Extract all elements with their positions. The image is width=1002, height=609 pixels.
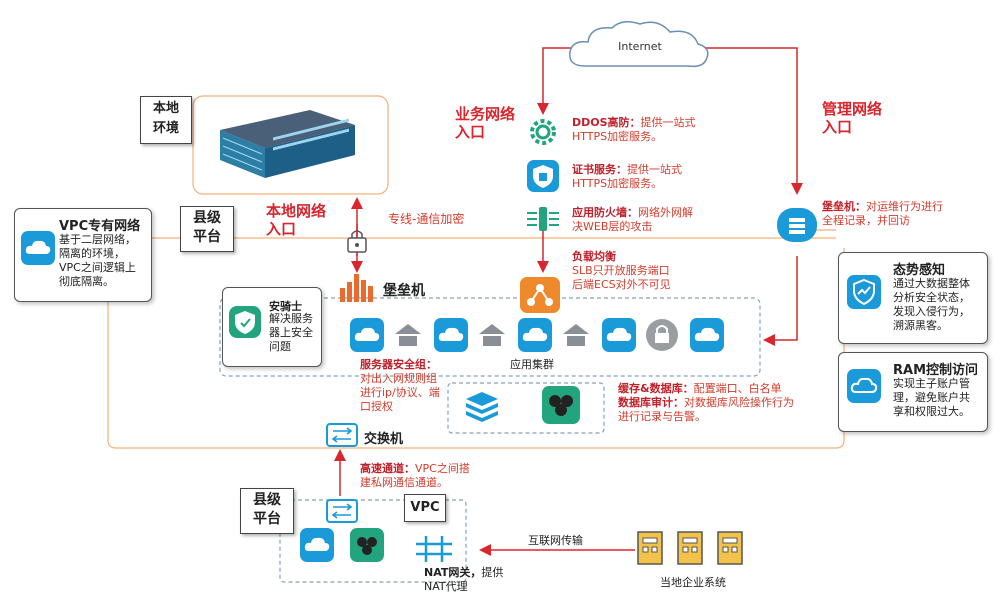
vpc-info-box: VPC专有网络 基于二层网络， 隔离的环境， VPC之间逻辑上 彻底隔离。 xyxy=(14,208,152,302)
switch-icon xyxy=(326,499,358,523)
db-desc: 缓存&数据库：配置端口、白名单 数据库审计：对数据库风险操作行为 进行记录与告警… xyxy=(618,382,794,423)
ram-title: RAM控制访问 xyxy=(893,363,979,378)
db-audit-icon xyxy=(350,528,384,562)
knight-shield-icon xyxy=(229,306,261,338)
ecs-icon xyxy=(350,318,384,352)
db-audit-icon xyxy=(542,386,580,424)
internet-transfer-label: 互联网传输 xyxy=(528,534,583,547)
cert-shield-icon xyxy=(527,160,559,192)
local-entry-label: 本地网络 入口 xyxy=(266,202,327,238)
sec-group-desc: 服务器安全组：对出入网规则组 进行ip/协议、端 口授权 xyxy=(360,358,440,413)
nat-gateway-icon xyxy=(416,536,452,562)
bastion-desc: 堡垒机：对运维行为进行全程记录，并回访 xyxy=(822,200,943,227)
business-entry-label: 业务网络 入口 xyxy=(455,105,516,141)
enterprise-building-icon xyxy=(717,531,743,565)
vpc-box-text: 基于二层网络， 隔离的环境， VPC之间逻辑上 彻底隔离。 xyxy=(59,233,136,288)
dedicated-line-label: 专线-通信加密 xyxy=(388,212,465,226)
enterprise-label: 当地企业系统 xyxy=(660,576,726,589)
knight-title: 安骑士 xyxy=(269,300,302,313)
security-group-icon xyxy=(479,324,505,346)
mgmt-entry-label: 管理网络 入口 xyxy=(822,100,883,136)
switch-icon xyxy=(326,423,358,447)
bastion-cloud-icon xyxy=(777,208,817,242)
ecs-icon xyxy=(300,528,334,562)
bastion-host-icon xyxy=(340,274,373,302)
db-stack-icon xyxy=(462,388,502,424)
ecs-icon xyxy=(690,318,724,352)
county-platform-top-tag: 县级 平台 xyxy=(180,206,234,252)
situation-awareness-box: 态势感知 通过大数据整体 分析安全状态， 发现入侵行为， 溯源黑客。 xyxy=(838,252,988,344)
building-icon xyxy=(220,110,355,178)
ram-text: 实现主子账户管 理，避免账户共 享和权限过大。 xyxy=(893,377,970,418)
county-platform-bottom-tag: 县级 平台 xyxy=(240,488,294,534)
internet-cloud-icon xyxy=(569,21,709,68)
bastion-label: 堡垒机 xyxy=(383,283,425,299)
local-env-tag: 本地 环境 xyxy=(140,96,192,144)
nat-desc: NAT网关，提供 NAT代理 xyxy=(424,566,504,593)
padlock-icon xyxy=(646,319,678,351)
express-desc: 高速通道：VPC之间搭 建私网通信通道。 xyxy=(360,462,470,489)
enterprise-building-icon xyxy=(637,531,663,565)
slb-icon xyxy=(520,277,560,313)
ram-box: RAM控制访问 实现主子账户管 理，避免账户共 享和权限过大。 xyxy=(838,352,988,432)
ddos-gear-icon xyxy=(530,119,556,145)
vpc-cloud-icon xyxy=(21,231,55,265)
internet-label: Internet xyxy=(618,40,662,53)
vpc-box-title: VPC专有网络 xyxy=(59,219,141,234)
ecs-icon xyxy=(434,318,468,352)
situation-shield-icon xyxy=(847,275,881,309)
situation-title: 态势感知 xyxy=(893,263,946,278)
knight-box: 安骑士 解决服务 器上安全 问题 xyxy=(222,287,322,367)
ecs-icon xyxy=(518,318,552,352)
knight-text: 解决服务 器上安全 问题 xyxy=(269,312,313,353)
security-group-icon xyxy=(395,324,421,346)
ecs-icon xyxy=(602,318,636,352)
waf-firewall-icon xyxy=(527,207,559,231)
waf-desc: 应用防火墙：网络外网解决WEB层的攻击 xyxy=(572,206,693,233)
security-group-icon xyxy=(563,324,589,346)
switch-label: 交换机 xyxy=(364,432,404,447)
ram-cloud-icon xyxy=(847,369,881,403)
situation-text: 通过大数据整体 分析安全状态， 发现入侵行为， 溯源黑客。 xyxy=(893,277,970,332)
app-cluster-label: 应用集群 xyxy=(510,358,554,371)
enterprise-building-icon xyxy=(677,531,703,565)
vpc-tag: VPC xyxy=(404,494,446,522)
lock-icon xyxy=(347,230,367,253)
